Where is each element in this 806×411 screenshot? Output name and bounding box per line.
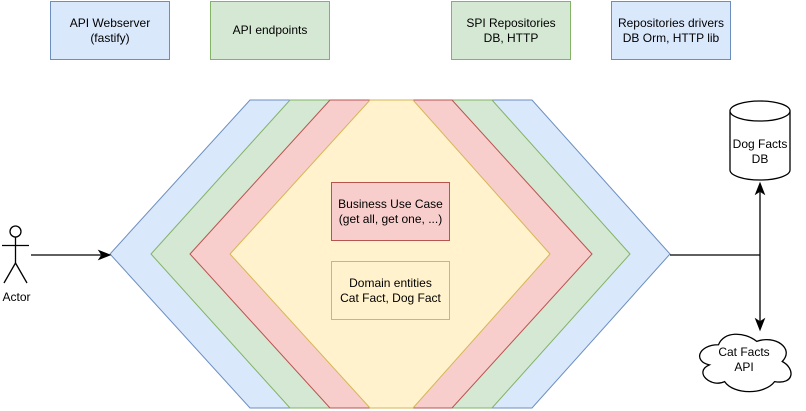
business-use-case-box: Business Use Case (get all, get one, ...… [331,182,450,241]
arrowhead-down-icon [754,317,766,332]
domain-entities-box: Domain entities Cat Fact, Dog Fact [331,261,450,320]
arrow-actor-to-hexagon [31,249,112,261]
hexagon-layer-inner-yellow [229,99,551,409]
legend-box-api-endpoints: API endpoints [210,1,330,60]
cloud-label: Cat Facts API [718,345,770,374]
connector-db-and-cloud [754,181,766,332]
cloud-icon [699,333,792,393]
arrowhead-right-icon [97,249,112,261]
database-cylinder-icon [729,100,791,181]
legend-box-spi-repositories: SPI Repositories DB, HTTP [451,1,571,60]
arrowhead-up-icon [754,181,766,196]
actor-icon [2,225,29,284]
legend-box-api-webserver: API Webserver (fastify) [50,1,170,60]
actor-label: Actor [2,289,31,304]
legend-box-repositories-drivers: Repositories drivers DB Orm, HTTP lib [611,1,731,60]
database-label: Dog Facts DB [732,137,788,166]
